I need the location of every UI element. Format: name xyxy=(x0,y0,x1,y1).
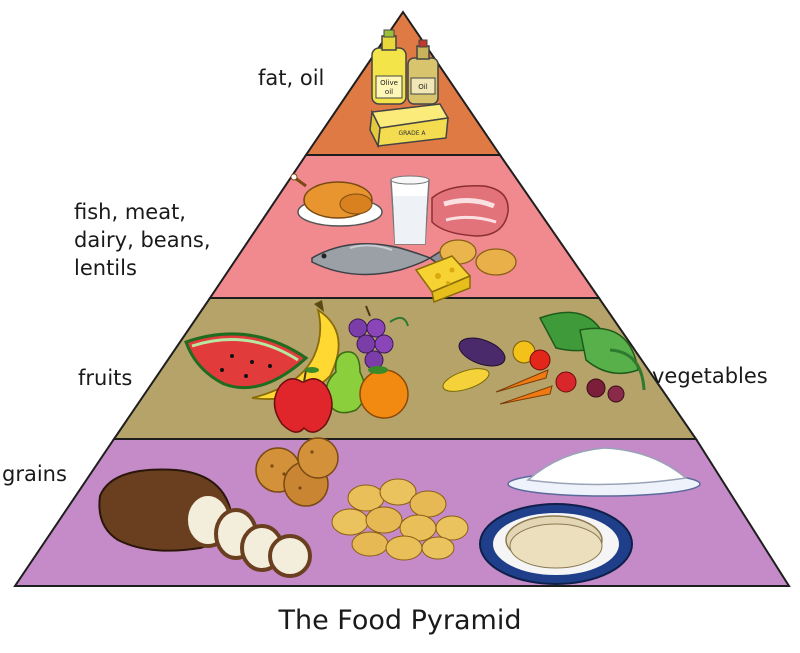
butter-block-icon: GRADE A xyxy=(370,104,448,146)
label-fruits: fruits xyxy=(78,364,132,392)
label-vegetables: vegetables xyxy=(652,362,768,390)
label-grains: grains xyxy=(2,460,67,488)
milk-glass-icon xyxy=(391,176,429,244)
steak-icon xyxy=(432,186,508,236)
label-fat-oil: fat, oil xyxy=(258,64,324,92)
oil-label: Oil xyxy=(418,83,427,91)
svg-text:GRADE A: GRADE A xyxy=(398,130,426,137)
label-protein: fish, meat, dairy, beans, lentils xyxy=(74,198,211,282)
flatbread-plate-icon xyxy=(480,504,632,584)
diagram-caption: The Food Pyramid xyxy=(0,605,800,636)
olive-oil-label: Olive xyxy=(380,79,398,87)
svg-text:oil: oil xyxy=(385,88,393,96)
